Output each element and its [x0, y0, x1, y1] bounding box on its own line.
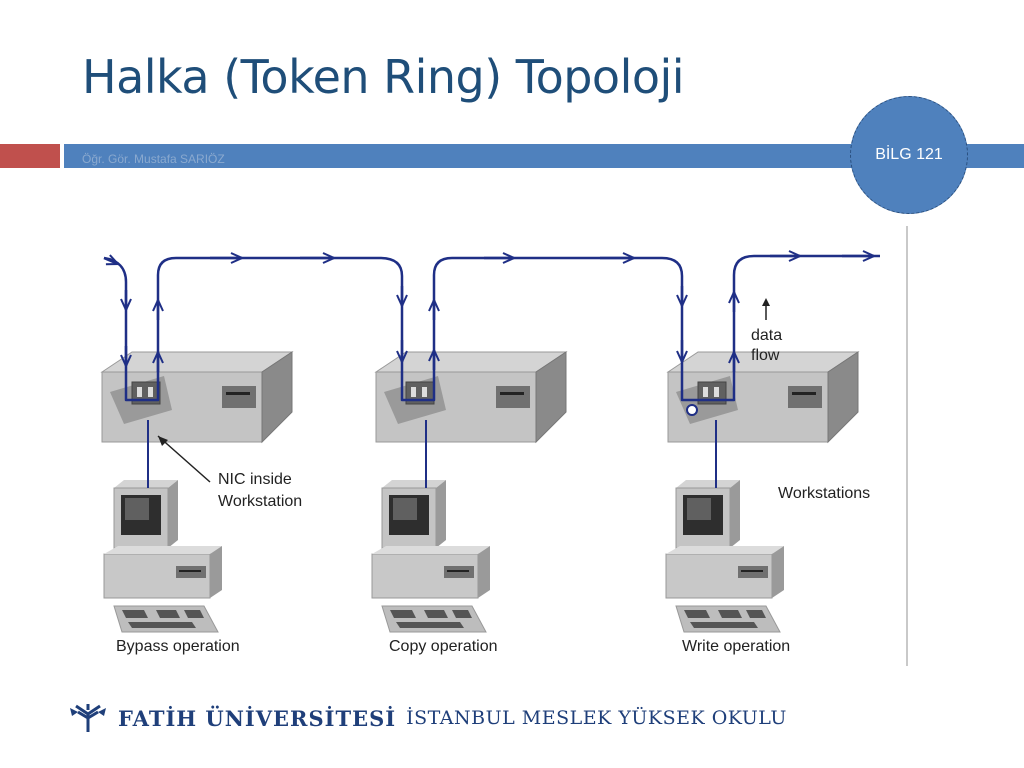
data-flow-arrowhead	[762, 298, 770, 306]
data-flow-label-line2: flow	[751, 347, 780, 364]
data-flow-label-line1: data	[751, 327, 782, 344]
workstation-3-monitor	[665, 479, 785, 633]
accent-bar-red	[0, 144, 60, 168]
workstation-3-cpu	[667, 351, 859, 443]
university-name: FATİH ÜNİVERSİTESİ	[118, 705, 397, 731]
slide-title: Halka (Token Ring) Topoloji	[82, 50, 685, 104]
ring-path	[103, 254, 880, 402]
university-logo	[70, 704, 106, 732]
school-name: İSTANBUL MESLEK YÜKSEK OKULU	[406, 707, 787, 729]
write-operation-label: Write operation	[682, 638, 790, 655]
course-badge: BİLG 121	[850, 96, 968, 214]
bypass-operation-label: Bypass operation	[116, 638, 240, 655]
divider-line	[906, 226, 908, 666]
copy-operation-label: Copy operation	[389, 638, 498, 655]
author-name: Öğr. Gör. Mustafa SARIÖZ	[82, 152, 225, 166]
nic-label-line2: Workstation	[218, 493, 302, 510]
workstation-1-cpu	[101, 351, 293, 443]
workstation-1-monitor	[103, 479, 223, 633]
write-point-marker	[686, 404, 698, 416]
workstation-2-monitor	[371, 479, 491, 633]
nic-label-line1: NIC inside	[218, 471, 292, 488]
nic-pointer-arrowhead	[158, 436, 168, 446]
ring-arrows	[103, 256, 874, 372]
course-badge-label: BİLG 121	[875, 146, 943, 163]
workstations-label: Workstations	[778, 485, 870, 502]
footer: FATİH ÜNİVERSİTESİ İSTANBUL MESLEK YÜKSE…	[66, 700, 787, 736]
nic-pointer-line	[157, 435, 211, 483]
workstation-2-cpu	[375, 351, 567, 443]
